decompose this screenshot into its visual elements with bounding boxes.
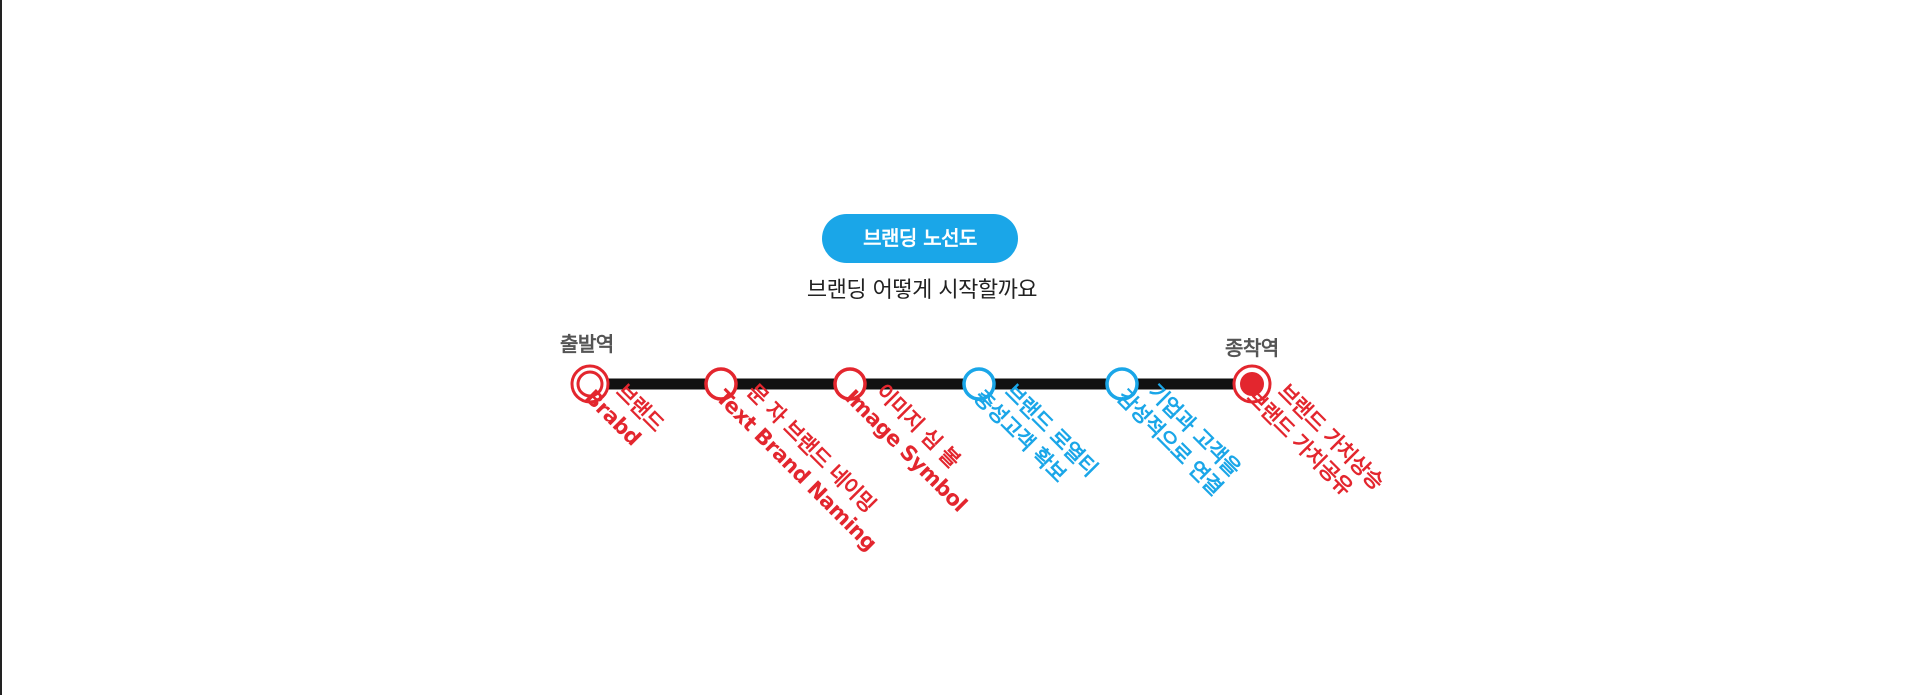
end-terminal-label: 종착역 [1225, 336, 1279, 360]
station-marker-fill [1240, 372, 1264, 396]
station-marker [704, 367, 738, 401]
start-terminal-label: 출발역 [560, 332, 614, 356]
station-marker [962, 367, 996, 401]
diagram-subtitle: 브랜딩 어떻게 시작할까요 [806, 278, 1038, 303]
station-marker [833, 367, 867, 401]
station-marker-inner [576, 370, 604, 398]
diagram-title-badge: 브랜딩 노선도 [822, 214, 1018, 263]
station-marker [1105, 367, 1139, 401]
